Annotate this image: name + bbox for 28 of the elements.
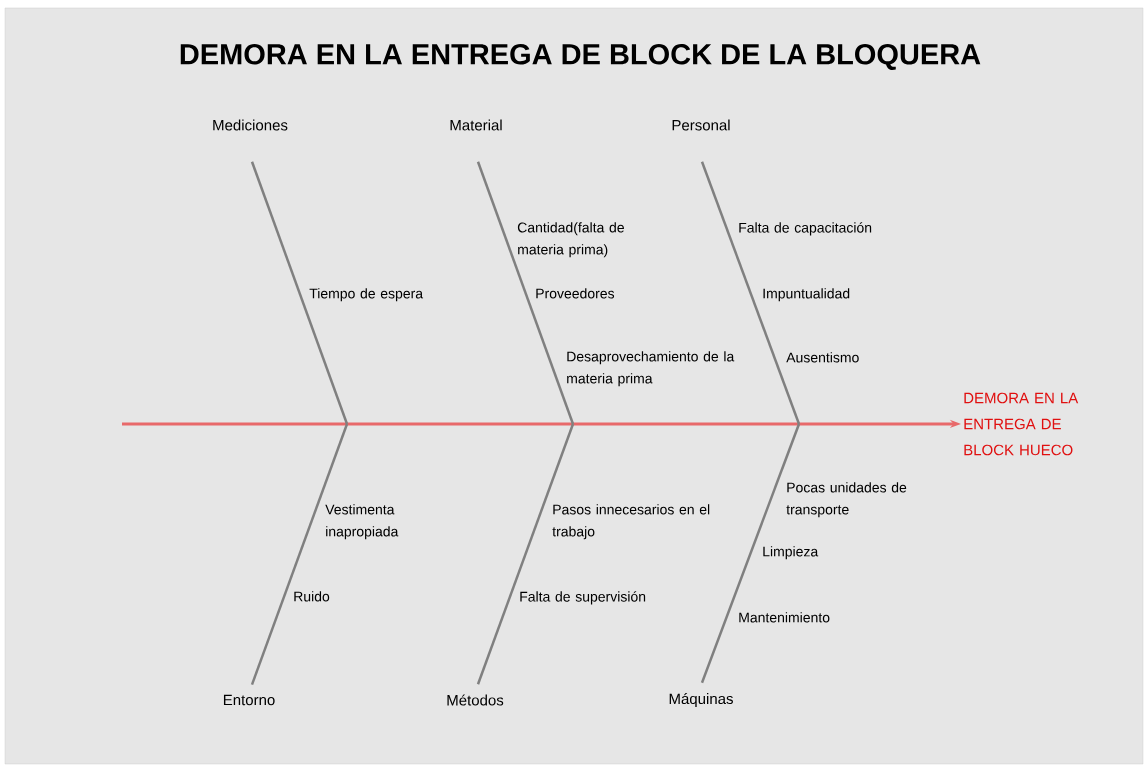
- cause-label: Vestimenta inapropiada: [325, 504, 399, 540]
- cause-label: Tiempo de espera: [309, 288, 424, 302]
- bone-line: [700, 423, 801, 684]
- cause-label: Desaprovechamiento de la materia prima: [567, 351, 735, 387]
- cause-label: Proveedores: [536, 288, 615, 299]
- cause-label: Mantenimiento: [739, 612, 830, 623]
- category-label: Material: [450, 119, 502, 131]
- cause-label: Impuntualidad: [763, 288, 850, 302]
- category-label: Entorno: [223, 694, 275, 706]
- category-label: Personal: [672, 119, 730, 131]
- effect-label: DEMORA EN LA ENTREGA DE BLOCK HUECO: [964, 392, 1079, 456]
- cause-label: Pasos innecesarios en el trabajo: [552, 504, 710, 540]
- bone-line: [476, 423, 575, 685]
- bone-line: [250, 161, 349, 425]
- bone-line: [250, 423, 349, 685]
- cause-label: Falta de supervisión: [520, 591, 646, 605]
- cause-label: Limpieza: [763, 546, 819, 560]
- cause-label: Falta de capacitación: [739, 222, 872, 236]
- title: DEMORA EN LA ENTREGA DE BLOCK DE LA BLOQUERA: [180, 44, 981, 70]
- cause-label: Pocas unidades de transporte: [786, 482, 907, 518]
- cause-label: Ruido: [294, 591, 330, 602]
- bone-line: [700, 161, 801, 425]
- cause-label: Cantidad(falta de materia prima): [517, 222, 624, 258]
- bone-line: [476, 161, 575, 425]
- category-label: Métodos: [447, 694, 504, 706]
- category-label: Máquinas: [669, 692, 733, 708]
- cause-label: Ausentismo: [786, 352, 859, 363]
- category-label: Mediciones: [213, 119, 288, 131]
